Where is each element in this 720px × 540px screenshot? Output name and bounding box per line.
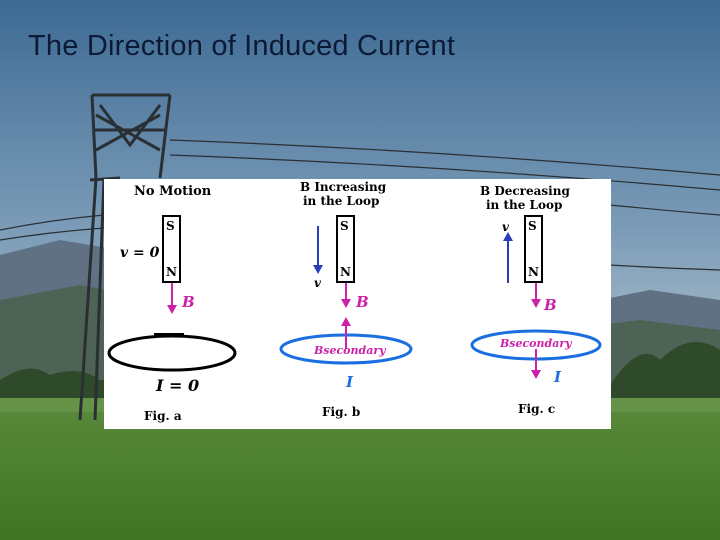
panel-b-magnet-s: S [340, 219, 349, 233]
panel-c-header-line1: B Decreasing [480, 184, 570, 198]
panel-c-caption: Fig. c [518, 402, 555, 416]
panel-a-current: I = 0 [155, 376, 199, 395]
panel-c-secondary-label: Bsecondary [499, 337, 573, 350]
panel-c: B Decreasing in the Loop S N v B Bsecond… [470, 184, 602, 416]
panel-b-current: I [345, 373, 354, 391]
panel-b-secondary-label: Bsecondary [313, 344, 387, 357]
panel-b-magnet-n: N [340, 265, 351, 279]
panel-c-velocity: v [502, 220, 510, 234]
panel-c-header-line2: in the Loop [486, 198, 562, 212]
panel-c-magnet-s: S [528, 219, 537, 233]
panel-a: No Motion S N v = 0 B I = 0 Fig. a [107, 184, 237, 423]
panel-b-header-line2: in the Loop [303, 194, 379, 208]
panel-a-field-label: B [181, 293, 195, 311]
panel-c-field-label: B [543, 296, 557, 314]
panel-a-velocity: v = 0 [120, 245, 160, 261]
slide-title: The Direction of Induced Current [28, 30, 456, 62]
panel-c-magnet [524, 215, 543, 283]
panel-a-magnet-s: S [166, 219, 175, 233]
panel-a-header: No Motion [134, 184, 212, 199]
panel-c-current: I [553, 368, 562, 386]
panel-a-magnet [162, 215, 181, 283]
induced-current-diagram: No Motion S N v = 0 B I = 0 Fig. a B Inc… [104, 179, 611, 429]
panel-b-field-label: B [355, 293, 369, 311]
panel-b-caption: Fig. b [322, 405, 360, 419]
panel-b: B Increasing in the Loop S N v B Bsecond… [279, 180, 413, 419]
panel-a-caption: Fig. a [144, 409, 182, 423]
panel-a-magnet-n: N [166, 265, 177, 279]
panel-b-header-line1: B Increasing [300, 180, 387, 194]
panel-b-velocity: v [314, 276, 322, 290]
panel-c-magnet-n: N [528, 265, 539, 279]
panel-b-magnet [336, 215, 355, 283]
